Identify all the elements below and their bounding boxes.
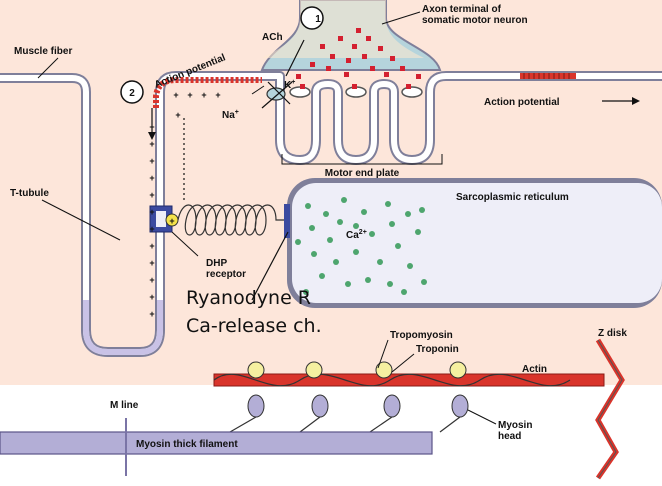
step1-number: 1	[315, 14, 321, 25]
sarcoplasmic-reticulum	[292, 183, 662, 303]
sarcoplasmic-reticulum-label: Sarcoplasmic reticulum	[456, 192, 569, 203]
m-line-label: M line	[110, 400, 139, 411]
plus-charge: +	[201, 90, 206, 100]
axon-terminal-label-1: Axon terminal of	[422, 4, 502, 15]
dhp-label-1: DHP	[206, 258, 227, 269]
plus-charge: +	[149, 207, 154, 217]
dhp-label-2: receptor	[206, 269, 246, 280]
plus-charge: +	[173, 90, 178, 100]
step1-circle	[300, 6, 324, 30]
axon-terminal-label-2: somatic motor neuron	[422, 15, 528, 26]
myosin-head-label-2: head	[498, 431, 521, 442]
myosin-thick-filament	[0, 431, 433, 455]
step2-circle	[120, 80, 144, 104]
myosin-head-label-1: Myosin	[498, 420, 532, 431]
ryanodine-receptor	[284, 204, 290, 238]
na-pointer	[251, 85, 265, 95]
motor-end-plate-label: Motor end plate	[325, 168, 400, 179]
plus-charge: +	[149, 275, 154, 285]
myosin-necks	[229, 416, 461, 433]
muscle-fiber-pointer	[37, 57, 59, 79]
action-potential-band-right-ticks	[523, 73, 570, 79]
muscle-fiber-label: Muscle fiber	[14, 46, 72, 57]
axon-terminal-pointer	[381, 11, 421, 25]
k-label: K+	[284, 79, 295, 91]
ca-label: Ca2+	[346, 229, 367, 241]
ryanodyne-label-1: Ryanodyne R	[186, 287, 311, 309]
ryanodyne-label-2: Ca-release ch.	[186, 315, 322, 337]
plus-charge: +	[175, 110, 180, 120]
action-potential-label-right: Action potential	[484, 97, 560, 108]
t-tubule-bottom	[83, 300, 163, 355]
plus-charge: +	[149, 139, 154, 149]
ap-direction-arrowhead	[632, 97, 640, 105]
positive-charges: + + + + + + + + + + + + + + + + +	[149, 90, 220, 319]
calcium-ions	[295, 197, 427, 295]
tropomyosin-pointer	[377, 339, 389, 369]
z-disk-outline	[597, 339, 623, 479]
plus-charge: +	[149, 258, 154, 268]
plus-charge: +	[149, 292, 154, 302]
actin-filament	[213, 373, 605, 387]
voltage-gated-channel	[261, 81, 293, 109]
ach-receptors	[289, 86, 423, 98]
action-potential-band-right	[520, 73, 576, 79]
plus-charge: +	[149, 156, 154, 166]
t-tubule-pointer	[41, 199, 121, 241]
troponin-pointer	[391, 353, 415, 373]
tropomyosin-label: Tropomyosin	[390, 330, 453, 341]
step1-arrow	[285, 39, 305, 77]
plus-charge: +	[149, 224, 154, 234]
troponin-complexes	[247, 361, 467, 379]
coupling-spring	[177, 204, 286, 236]
dhp-plus-symbol: +	[169, 216, 174, 226]
step2-arrowhead	[148, 132, 156, 140]
step2-number: 2	[129, 88, 135, 99]
t-tubule-label: T-tubule	[10, 188, 49, 199]
z-disk-label: Z disk	[598, 328, 627, 339]
plus-charge: +	[215, 90, 220, 100]
actin-label: Actin	[522, 364, 547, 375]
dhp-receptor-core	[156, 211, 166, 227]
plus-charge: +	[149, 173, 154, 183]
troponin-label: Troponin	[416, 344, 459, 355]
plus-charge: +	[187, 90, 192, 100]
myosin-head-pointer	[467, 409, 497, 425]
ach-molecules	[296, 28, 421, 89]
plus-charge: +	[149, 190, 154, 200]
ryanodyne-pointer	[251, 231, 289, 301]
plus-charge: +	[149, 122, 154, 132]
dhp-pointer	[171, 231, 199, 257]
plus-charge: +	[149, 241, 154, 251]
plus-charge: +	[149, 309, 154, 319]
ach-label: ACh	[262, 32, 283, 43]
tropomyosin-strand	[213, 373, 571, 387]
action-potential-band-left	[153, 77, 262, 108]
myosin-thick-filament-label: Myosin thick filament	[136, 439, 238, 450]
motor-end-plate-bracket	[281, 154, 443, 165]
na-label: Na+	[222, 109, 239, 121]
